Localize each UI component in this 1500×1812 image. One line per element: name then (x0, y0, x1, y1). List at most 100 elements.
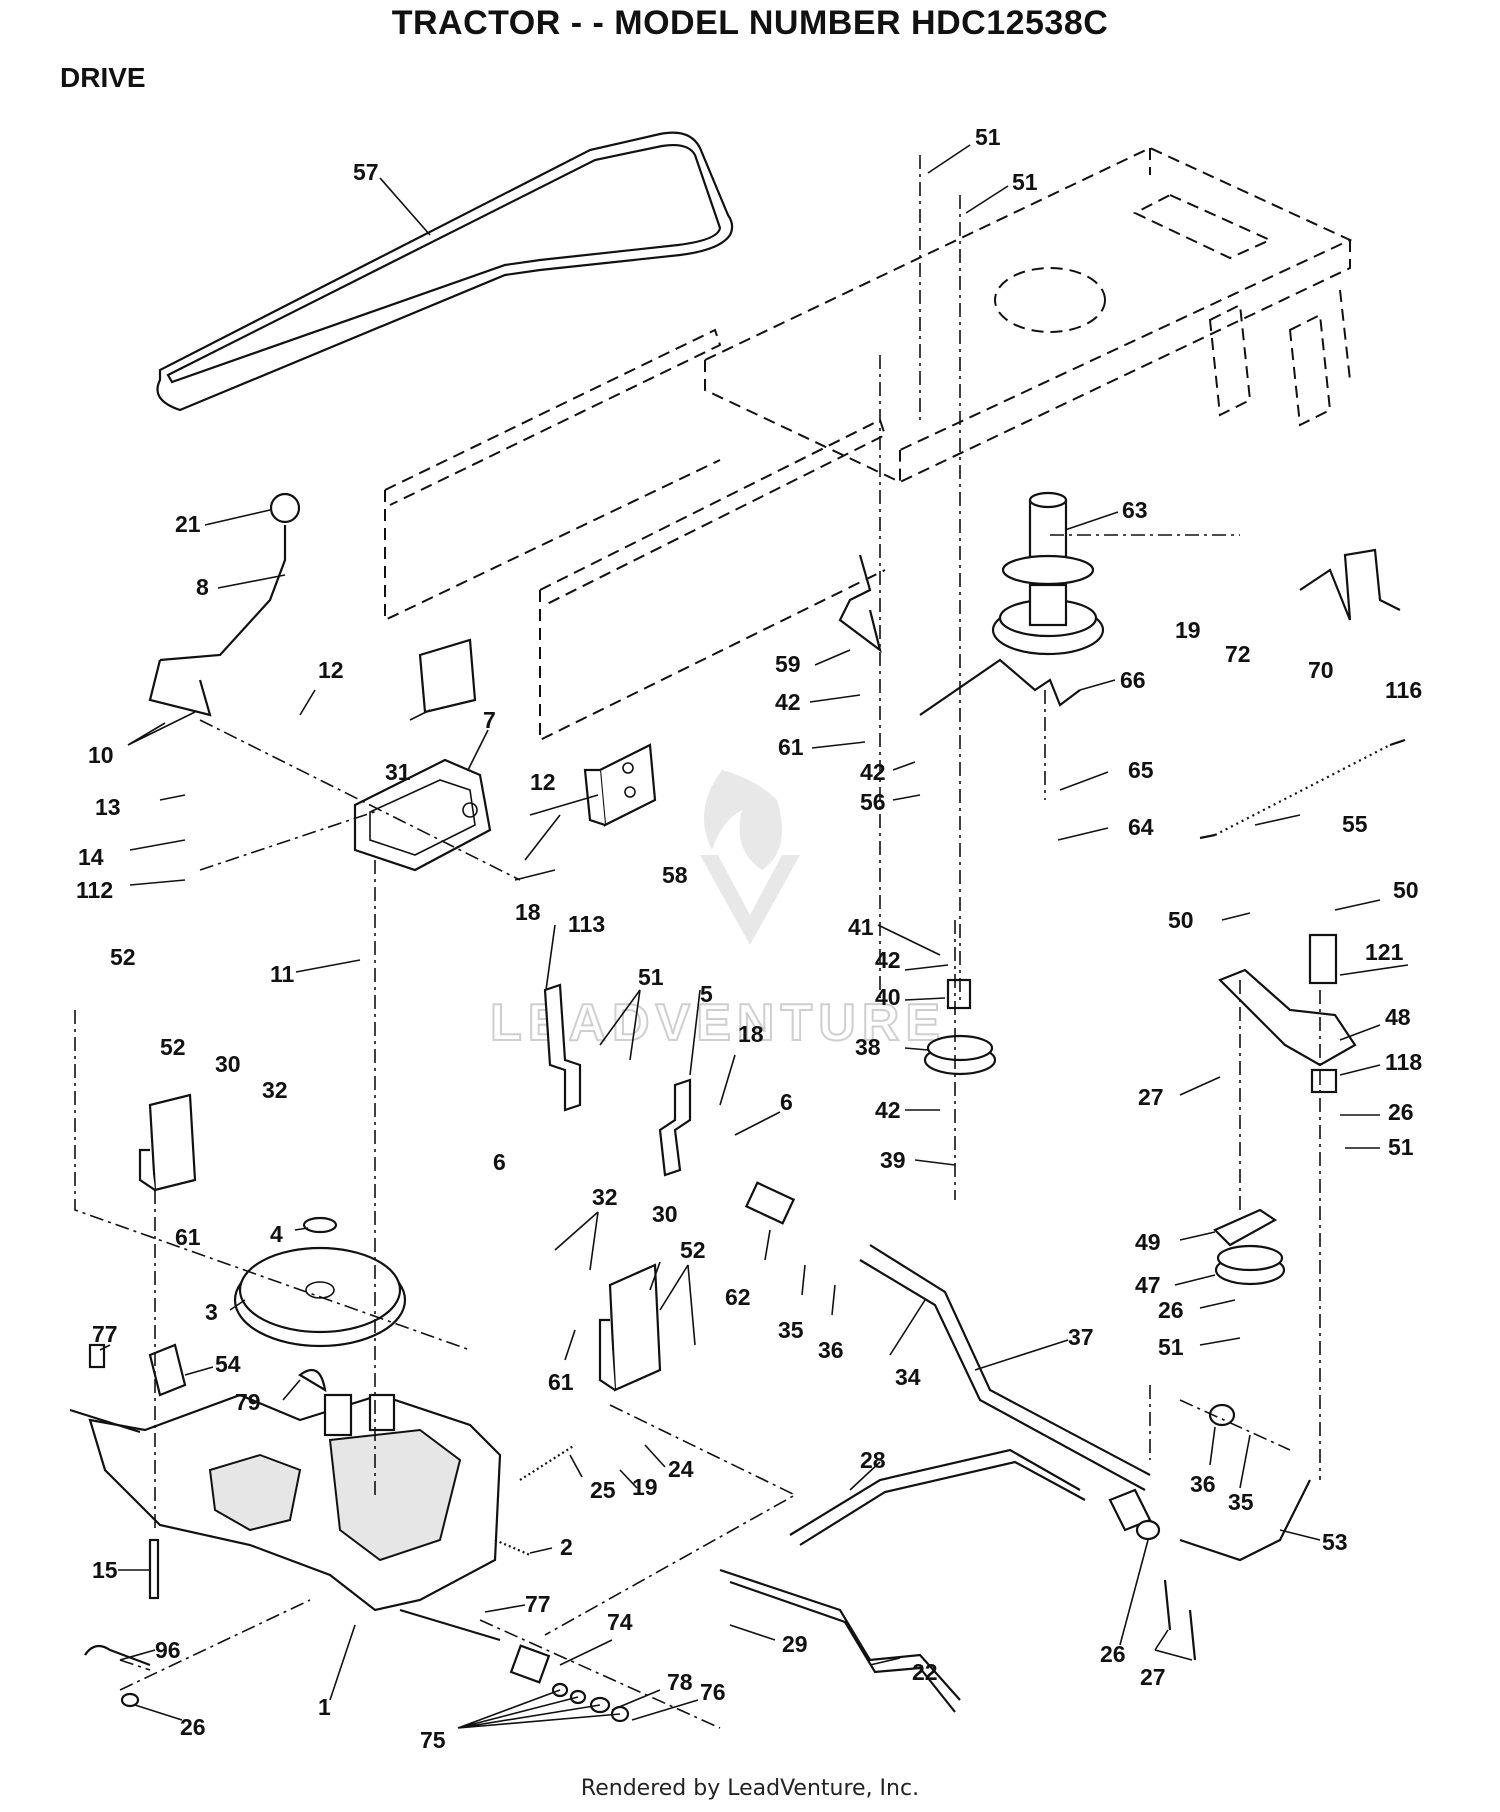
callout-35: 35 (778, 1317, 804, 1343)
spacer-121 (1308, 933, 1338, 985)
callout-113: 113 (568, 911, 605, 937)
spacer-118 (1310, 1068, 1338, 1094)
callout-42: 42 (860, 759, 886, 785)
callout-51: 51 (1012, 169, 1038, 195)
bolt-15 (148, 1538, 160, 1600)
watermark-logo (700, 770, 800, 945)
callout-31: 31 (385, 759, 411, 785)
transmission (69, 1393, 502, 1642)
washer-26-left (120, 1692, 140, 1708)
callout-10: 10 (88, 742, 114, 768)
callout-50: 50 (1393, 877, 1419, 903)
callout-22: 22 (912, 1659, 938, 1685)
washer-26-right (1135, 1519, 1161, 1541)
callout-6: 6 (780, 1089, 793, 1115)
callout-13: 13 (95, 794, 121, 820)
callout-54: 54 (215, 1351, 241, 1377)
callout-79: 79 (235, 1389, 261, 1415)
pulley-63 (991, 491, 1105, 656)
callout-5: 5 (700, 981, 713, 1007)
callout-116: 116 (1385, 677, 1422, 703)
callout-57: 57 (353, 159, 379, 185)
callout-42: 42 (875, 1097, 901, 1123)
callout-96: 96 (155, 1637, 181, 1663)
callout-58: 58 (662, 862, 688, 888)
rod-22 (719, 1568, 961, 1713)
idler-rod-66 (919, 658, 1081, 716)
callout-19: 19 (1175, 617, 1201, 643)
callout-labels: 57 51 51 21 8 12 31 7 12 10 13 14 112 58… (76, 124, 1422, 1753)
bracket-54 (148, 1343, 187, 1397)
callout-26: 26 (1388, 1099, 1414, 1125)
washer-36-right (1208, 1403, 1236, 1427)
callout-4: 4 (270, 1221, 283, 1247)
callout-66: 66 (1120, 667, 1146, 693)
spring-25 (519, 1444, 576, 1481)
callout-34: 34 (895, 1364, 921, 1390)
idler-rod-59 (838, 554, 882, 653)
callout-32: 32 (592, 1184, 618, 1210)
callout-8: 8 (196, 574, 209, 600)
hair-pin-96 (84, 1644, 151, 1667)
spacer-74 (509, 1644, 551, 1684)
callout-12: 12 (318, 657, 344, 683)
callout-77: 77 (92, 1321, 118, 1347)
callout-28: 28 (860, 1447, 886, 1473)
callout-2: 2 (560, 1534, 573, 1560)
callout-26: 26 (180, 1714, 206, 1740)
idler-bracket-49 (1213, 1208, 1278, 1247)
callout-38: 38 (855, 1034, 881, 1060)
callout-118: 118 (1385, 1049, 1422, 1075)
bracket-5 (658, 1078, 692, 1177)
page-title: TRACTOR - - MODEL NUMBER HDC12538C (391, 4, 1109, 42)
callout-65: 65 (1128, 757, 1154, 783)
callout-26: 26 (1100, 1641, 1126, 1667)
callout-51: 51 (1158, 1334, 1184, 1360)
leader-lines (99, 144, 1409, 1729)
spacer-40 (946, 978, 972, 1010)
callout-6: 6 (493, 1149, 506, 1175)
callout-51: 51 (1388, 1134, 1414, 1160)
shift-lever (148, 492, 301, 717)
bracket-58 (583, 743, 657, 827)
bracket-113 (543, 983, 582, 1112)
callout-39: 39 (880, 1147, 906, 1173)
callout-1: 1 (318, 1694, 331, 1720)
callout-21: 21 (175, 511, 201, 537)
key-79 (298, 1368, 327, 1393)
callout-72: 72 (1225, 641, 1251, 667)
callout-62: 62 (725, 1284, 751, 1310)
callout-51: 51 (638, 964, 664, 990)
callout-76: 76 (700, 1679, 726, 1705)
callout-59: 59 (775, 651, 801, 677)
callout-53: 53 (1322, 1529, 1348, 1555)
footer-credit: Rendered by LeadVenture, Inc. (580, 1776, 920, 1801)
callout-25: 25 (590, 1477, 616, 1503)
callout-41: 41 (848, 914, 874, 940)
spring-2 (494, 1538, 531, 1557)
callout-37: 37 (1068, 1324, 1094, 1350)
retaining-ring-4 (302, 1216, 338, 1234)
bracket-30-left (138, 1093, 197, 1192)
callout-78: 78 (667, 1669, 693, 1695)
callout-77: 77 (525, 1591, 551, 1617)
bracket-37 (1108, 1488, 1152, 1532)
pulley-47 (1214, 1244, 1286, 1286)
spacer-62 (744, 1181, 796, 1225)
callout-70: 70 (1308, 657, 1334, 683)
callout-18: 18 (738, 1021, 764, 1047)
shift-bracket (353, 758, 492, 872)
callout-18: 18 (515, 899, 541, 925)
drive-belt (156, 131, 734, 412)
callout-24: 24 (668, 1456, 694, 1482)
callout-32: 32 (262, 1077, 288, 1103)
callout-52: 52 (160, 1034, 186, 1060)
callout-42: 42 (775, 689, 801, 715)
callout-47: 47 (1135, 1272, 1161, 1298)
washer-stack-75 (551, 1682, 630, 1723)
callout-26: 26 (1158, 1297, 1184, 1323)
callout-14: 14 (78, 844, 104, 870)
callout-35: 35 (1228, 1489, 1254, 1515)
callout-52: 52 (680, 1237, 706, 1263)
